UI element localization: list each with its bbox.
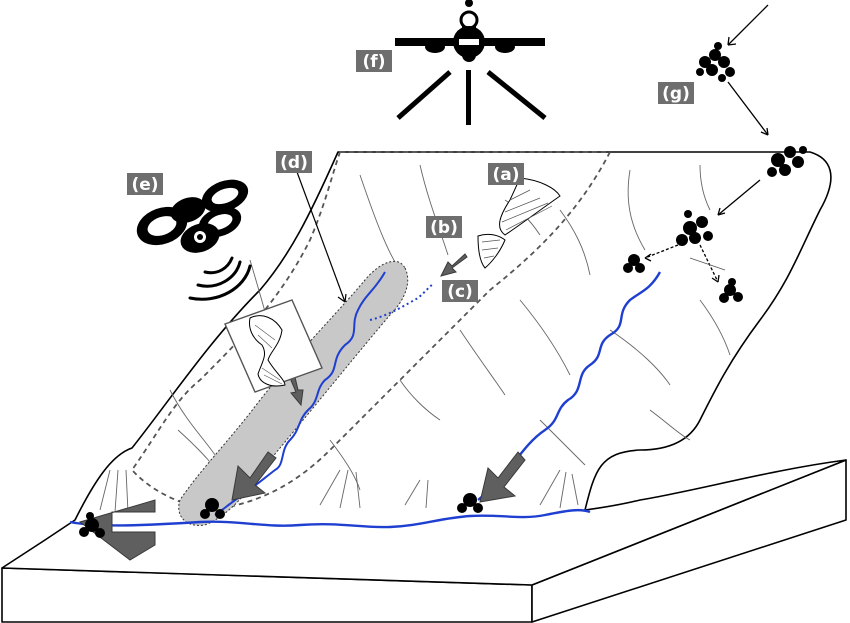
svg-text:(e): (e) bbox=[131, 175, 158, 195]
small-arrow-c bbox=[440, 253, 468, 277]
tributary-arrow bbox=[479, 451, 526, 503]
corridor-arrow bbox=[231, 451, 277, 501]
inset-box bbox=[224, 299, 323, 393]
rock-cluster-g-top bbox=[696, 42, 735, 82]
fan-feature-a bbox=[499, 177, 561, 236]
leader-lines bbox=[296, 171, 347, 303]
rock-cluster-left bbox=[623, 254, 645, 273]
label-c: (c) bbox=[442, 280, 478, 302]
rock-cluster-corridor bbox=[200, 498, 225, 519]
airplane-icon bbox=[395, 0, 547, 125]
rock-cluster-mid bbox=[676, 210, 713, 246]
label-e: (e) bbox=[127, 173, 163, 195]
label-b: (b) bbox=[426, 216, 462, 238]
small-arrow-inset bbox=[289, 376, 304, 407]
landslide-extent-outline bbox=[130, 151, 612, 511]
main-river bbox=[69, 508, 591, 529]
rock-cluster-ridge bbox=[767, 146, 807, 177]
svg-text:(a): (a) bbox=[492, 165, 519, 185]
rock-cluster-right bbox=[719, 278, 743, 303]
label-f: (f) bbox=[356, 50, 392, 72]
rockfall-arrows bbox=[644, 4, 769, 283]
label-g: (g) bbox=[658, 82, 694, 104]
svg-text:(b): (b) bbox=[430, 218, 458, 238]
movement-arrows bbox=[78, 253, 526, 561]
label-a: (a) bbox=[488, 163, 524, 185]
svg-text:(d): (d) bbox=[280, 153, 308, 173]
svg-text:(g): (g) bbox=[662, 84, 690, 104]
svg-text:(f): (f) bbox=[363, 52, 386, 72]
svg-text:(c): (c) bbox=[447, 282, 473, 302]
label-d: (d) bbox=[276, 151, 312, 173]
rockfall-group bbox=[79, 42, 807, 538]
rock-cluster-river bbox=[79, 512, 105, 538]
drone-icon bbox=[136, 179, 252, 301]
rock-cluster-tributary bbox=[457, 493, 483, 513]
fan-feature-b bbox=[477, 233, 506, 269]
